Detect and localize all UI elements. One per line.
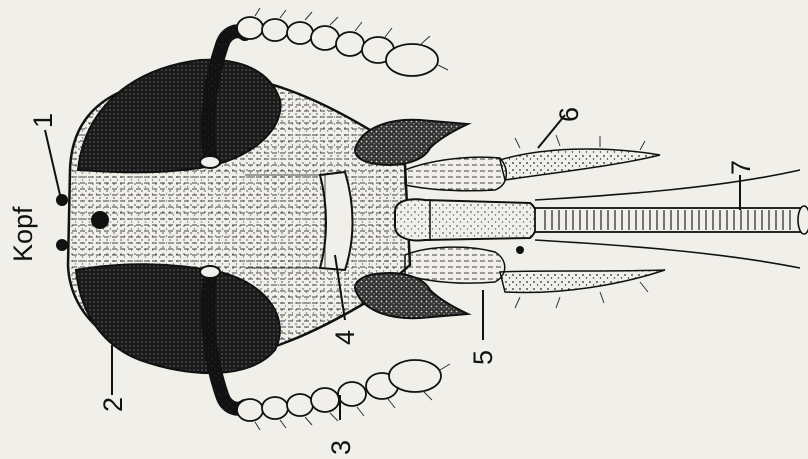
ocellus-bottom xyxy=(56,239,68,251)
label-7: 7 xyxy=(726,160,756,175)
maxilla-bottom xyxy=(405,246,665,308)
ocellus-top xyxy=(56,194,68,206)
figure-title: Kopf xyxy=(8,206,38,262)
label-2: 2 xyxy=(98,397,128,412)
label-1: 1 xyxy=(28,113,58,128)
maxilla-top xyxy=(405,135,660,191)
label-6: 6 xyxy=(554,107,584,122)
ocellus-middle xyxy=(91,211,109,229)
label-3: 3 xyxy=(326,440,356,455)
label-4: 4 xyxy=(330,330,360,345)
mandible-top xyxy=(355,120,468,165)
label-5: 5 xyxy=(468,350,498,365)
